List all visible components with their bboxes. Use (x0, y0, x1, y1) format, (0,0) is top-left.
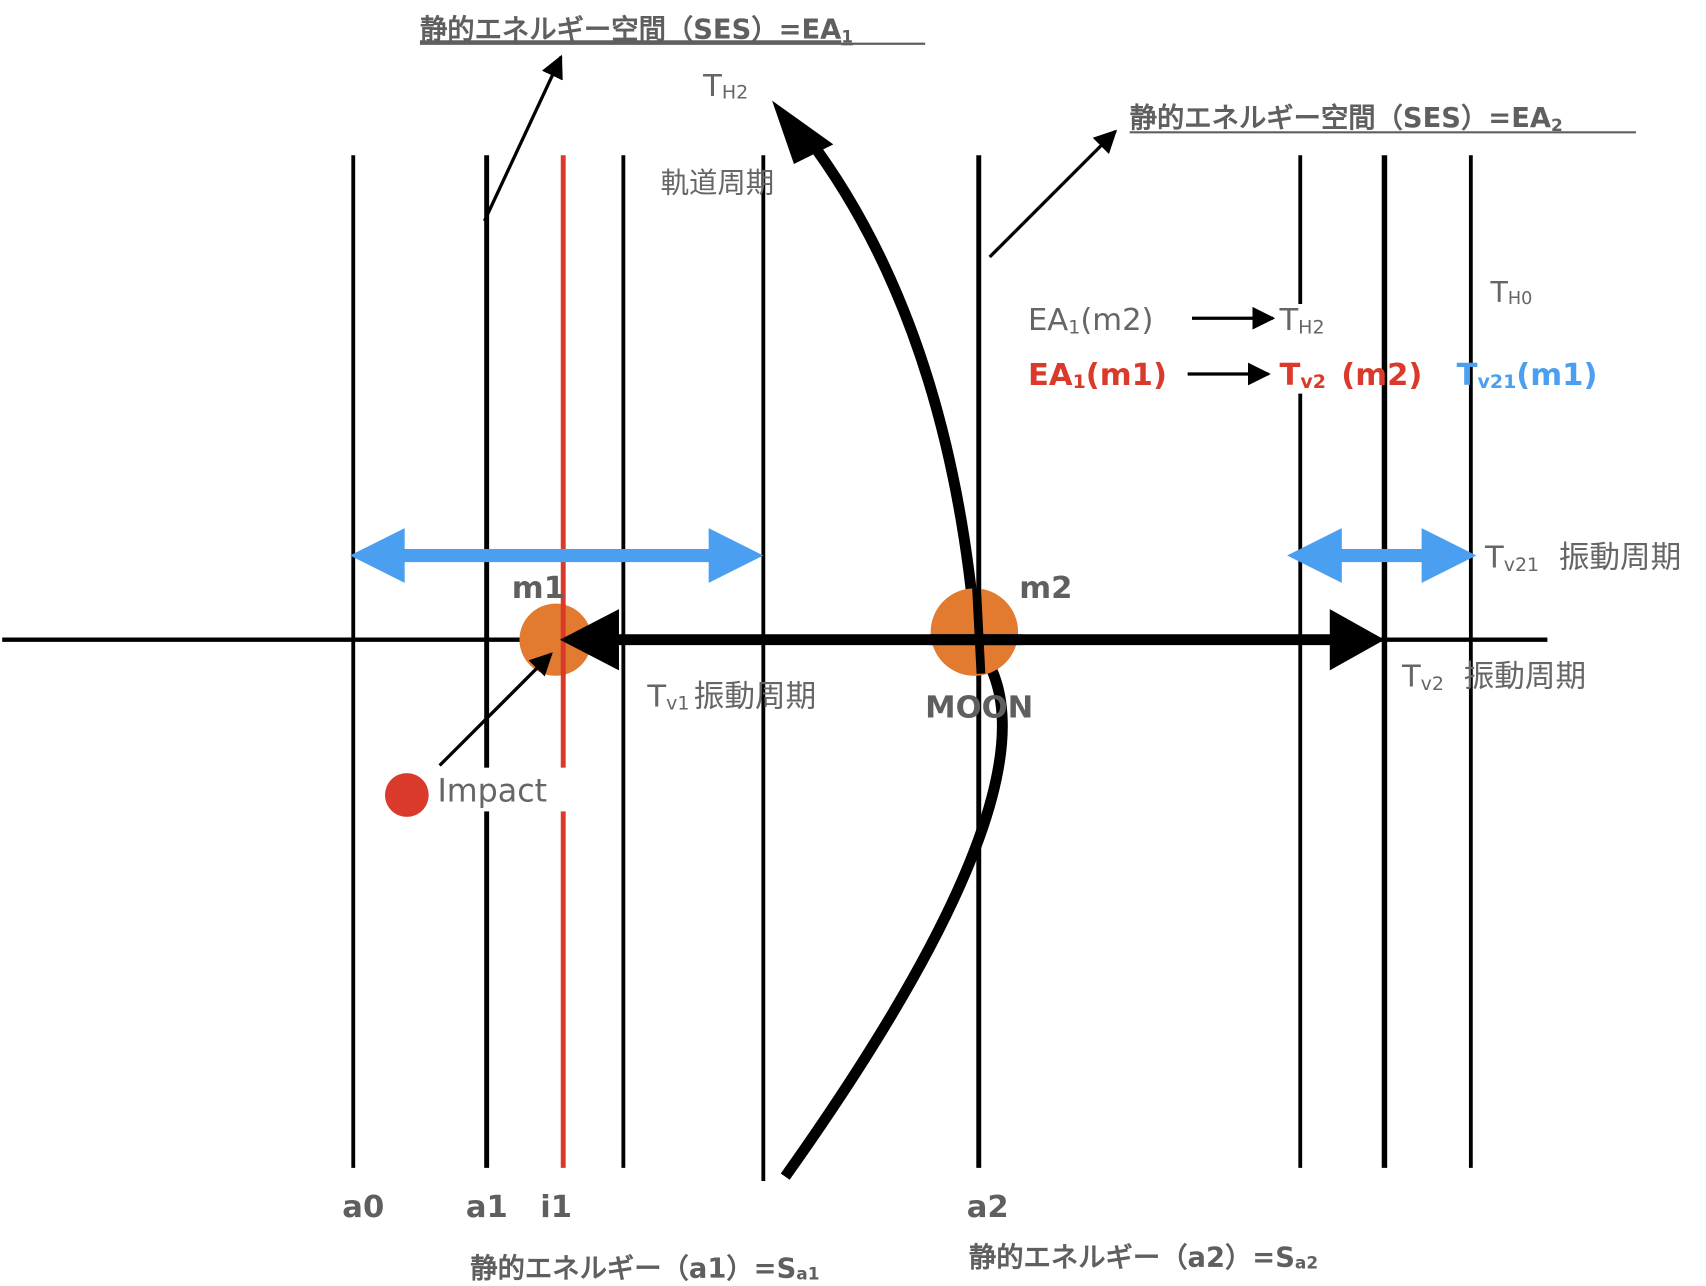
moon-curve-overlay (972, 588, 986, 674)
impact-label: Impact (437, 774, 547, 810)
ses2-pointer-arrow (988, 129, 1118, 259)
ses1-title: 静的エネルギー空間（SES）=EA1 (420, 13, 853, 46)
th0-label: TH0 (1490, 276, 1533, 309)
ea1-m1-target-label: Tv2(m2) (1279, 358, 1422, 393)
energy-label-sa2: 静的エネルギー（a2）=Sa2 (969, 1241, 1318, 1273)
ses1-pointer-arrow (482, 54, 563, 222)
tv21-range-double-arrow (1287, 528, 1477, 583)
tv2-vibration-arrow (559, 609, 1385, 671)
ea1-m1-label: EA1(m1) (1028, 358, 1167, 393)
moon-body (930, 588, 1019, 676)
impact-arrow (438, 652, 553, 767)
orbital-period-label: 軌道周期 (661, 166, 775, 199)
impact-label-bg (433, 767, 567, 812)
axis-label-a1: a1 (466, 1190, 508, 1225)
tv21-m1-label: Tv21(m1) (1457, 358, 1598, 393)
axis-label-a0: a0 (342, 1190, 384, 1225)
m1-label: m1 (512, 571, 565, 606)
axis-label-i1: i1 (540, 1190, 572, 1225)
orbital-period-arrowhead (772, 100, 834, 165)
moon-label: MOON (925, 690, 1033, 725)
tv1-range-double-arrow (349, 528, 764, 583)
axis-label-a2: a2 (967, 1190, 1009, 1225)
impact-dot (384, 773, 429, 817)
ea1-m2-label: EA1(m2) (1028, 303, 1154, 338)
ea1-m2-target-label: TH2 (1278, 303, 1324, 338)
ses2-title: 静的エネルギー空間（SES）=EA2 (1130, 102, 1563, 135)
m2-label: m2 (1019, 571, 1072, 606)
th2-top-label: TH2 (702, 69, 748, 104)
energy-label-sa1: 静的エネルギー（a1）=Sa1 (470, 1252, 819, 1284)
